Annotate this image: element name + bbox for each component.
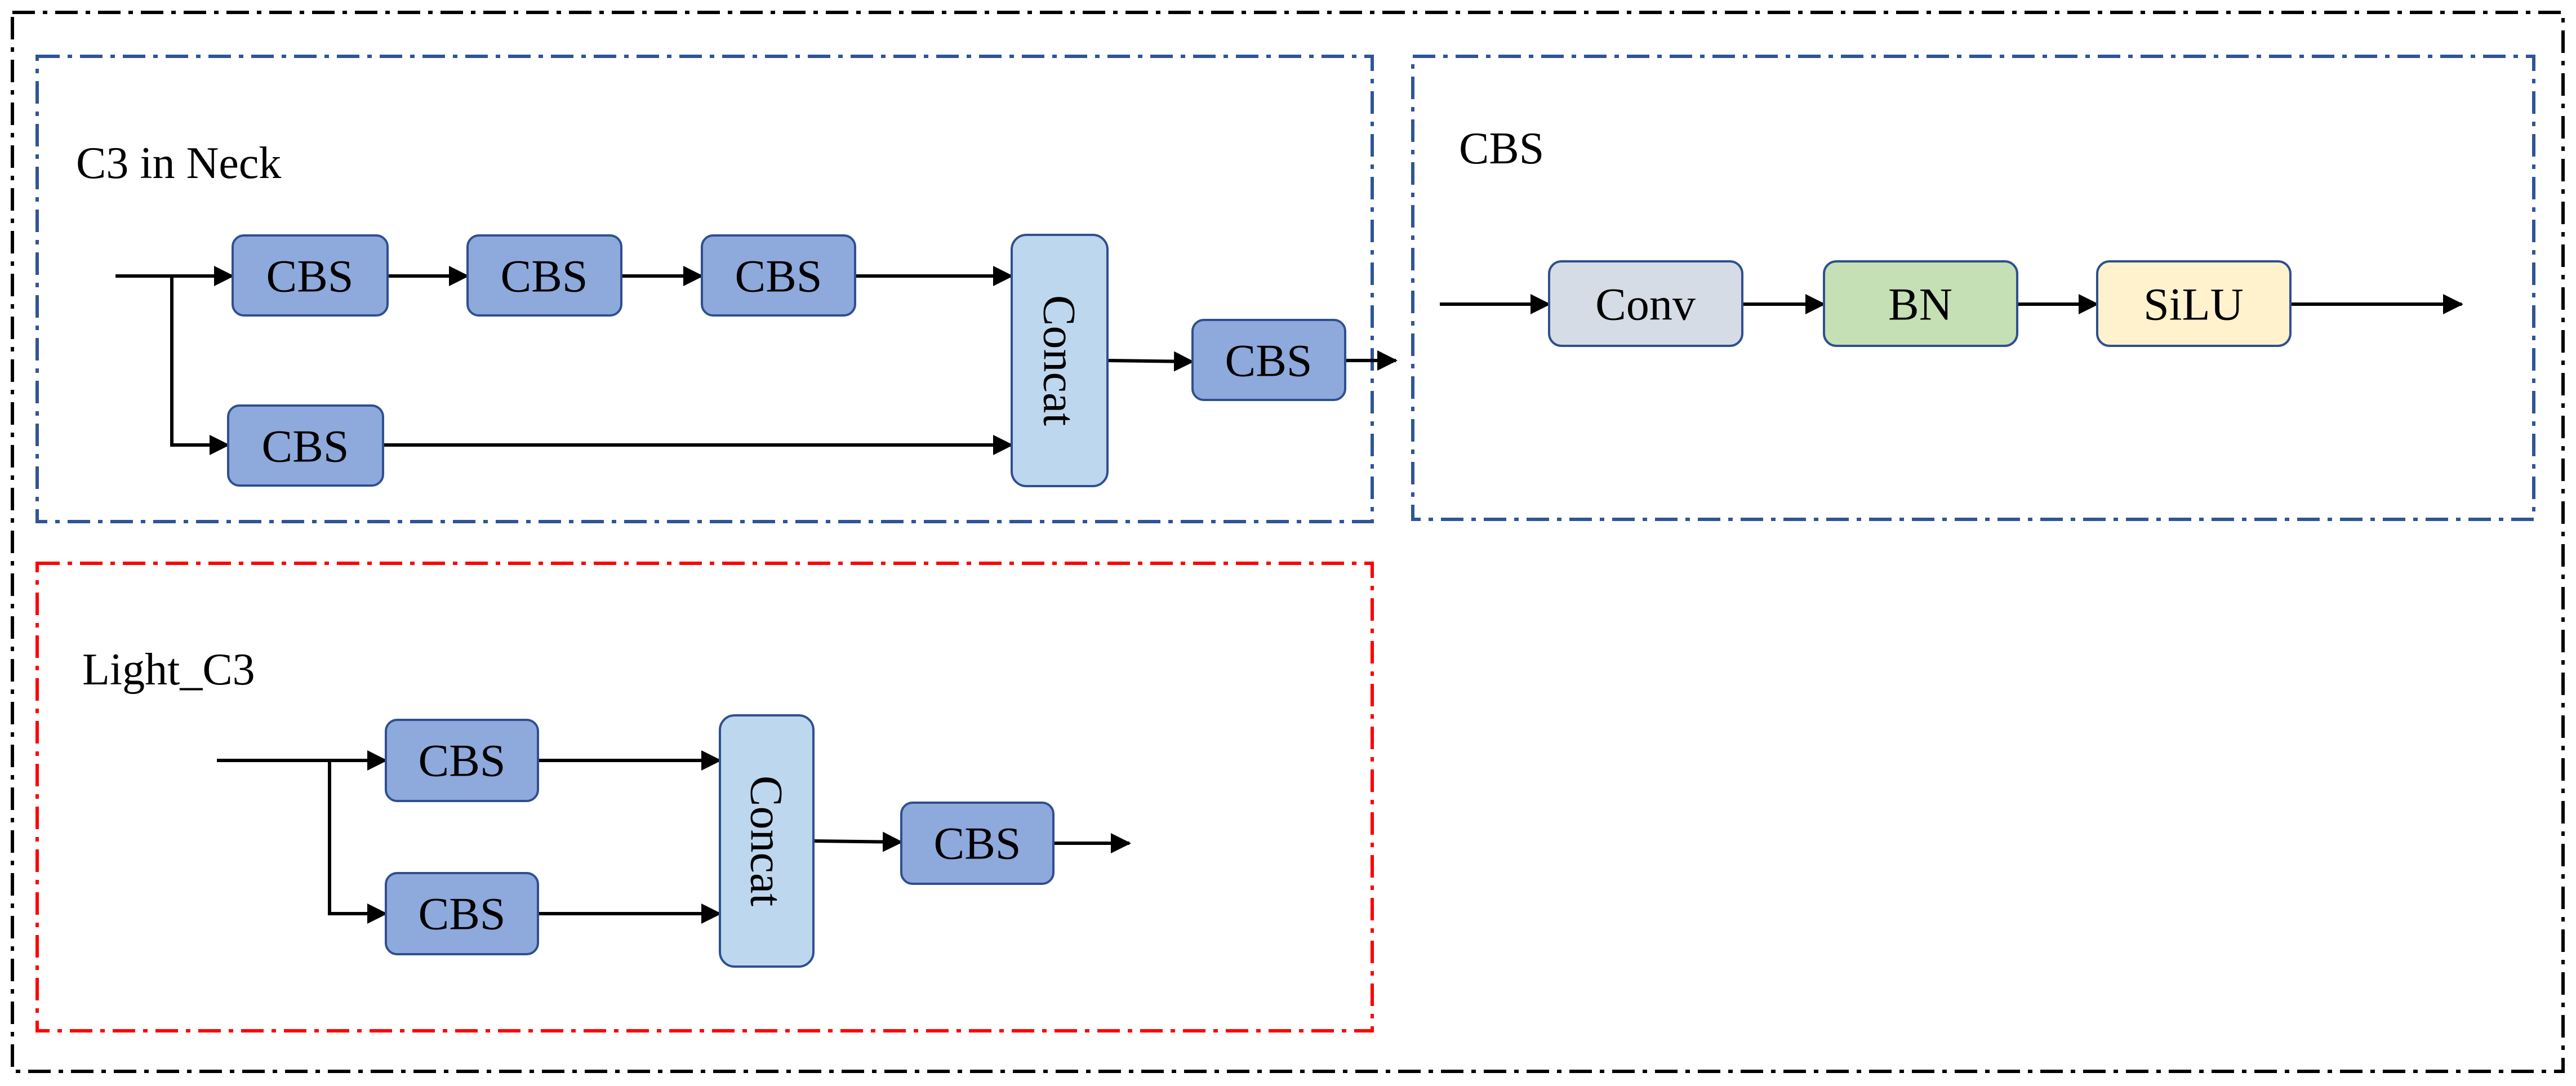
cbs-bn-box — [1823, 260, 2018, 347]
cbs-conv-label: Conv — [1595, 279, 1696, 330]
c3-concat-box — [1011, 234, 1109, 487]
cbs-silu-box — [2096, 260, 2292, 347]
c3-neck-title: C3 in Neck — [76, 139, 281, 188]
c3-concat-label: Concat — [1034, 295, 1085, 426]
light-cbs-output-label: CBS — [934, 818, 1021, 869]
c3-cbs-top-3-box — [701, 234, 856, 317]
light-concat-box — [719, 714, 815, 968]
cbs-bn-label: BN — [1888, 279, 1952, 330]
c3-cbs-top-1-box — [232, 234, 389, 317]
c3-cbs-output-box — [1191, 319, 1346, 401]
cbs-silu-label: SiLU — [2143, 279, 2244, 330]
c3-cbs-top-2-label: CBS — [501, 251, 588, 302]
light-branch-arrow — [328, 760, 388, 924]
c3-cbs-top-1-label: CBS — [266, 251, 354, 302]
c3-cbs-top-3-label: CBS — [735, 251, 822, 302]
light-c3-panel: Light_C3 CBS CBS Concat CBS — [35, 562, 1374, 1032]
cbs-conv-box — [1548, 260, 1743, 347]
light-cbs-top-label: CBS — [419, 735, 506, 786]
light-cbs-output-box — [900, 802, 1055, 885]
light-cbs-bottom-label: CBS — [419, 888, 506, 940]
light-cbs-bottom-box — [385, 872, 539, 955]
c3-neck-panel: C3 in Neck CBS CBS CBS CBS Concat CBS — [35, 55, 1398, 523]
light-c3-frame — [35, 562, 1374, 1032]
light-concat-label: Concat — [741, 776, 793, 906]
light-cbs-top-box — [385, 719, 539, 802]
c3-branch-arrow — [170, 276, 230, 455]
cbs-title: CBS — [1459, 124, 1544, 173]
c3-cbs-bottom-label: CBS — [262, 421, 349, 472]
light-c3-title: Light_C3 — [82, 645, 255, 695]
c3-cbs-top-2-box — [466, 234, 622, 317]
light-concat-to-cbs-arrow — [813, 831, 903, 852]
cbs-panel: CBS Conv BN SiLU — [1411, 55, 2535, 521]
c3-cbs-bottom-box — [227, 404, 384, 487]
c3-cbs-output-label: CBS — [1225, 335, 1313, 386]
outer-frame — [11, 11, 2565, 1073]
c3-concat-to-cbs-arrow — [1107, 351, 1194, 372]
cbs-frame — [1411, 55, 2535, 521]
